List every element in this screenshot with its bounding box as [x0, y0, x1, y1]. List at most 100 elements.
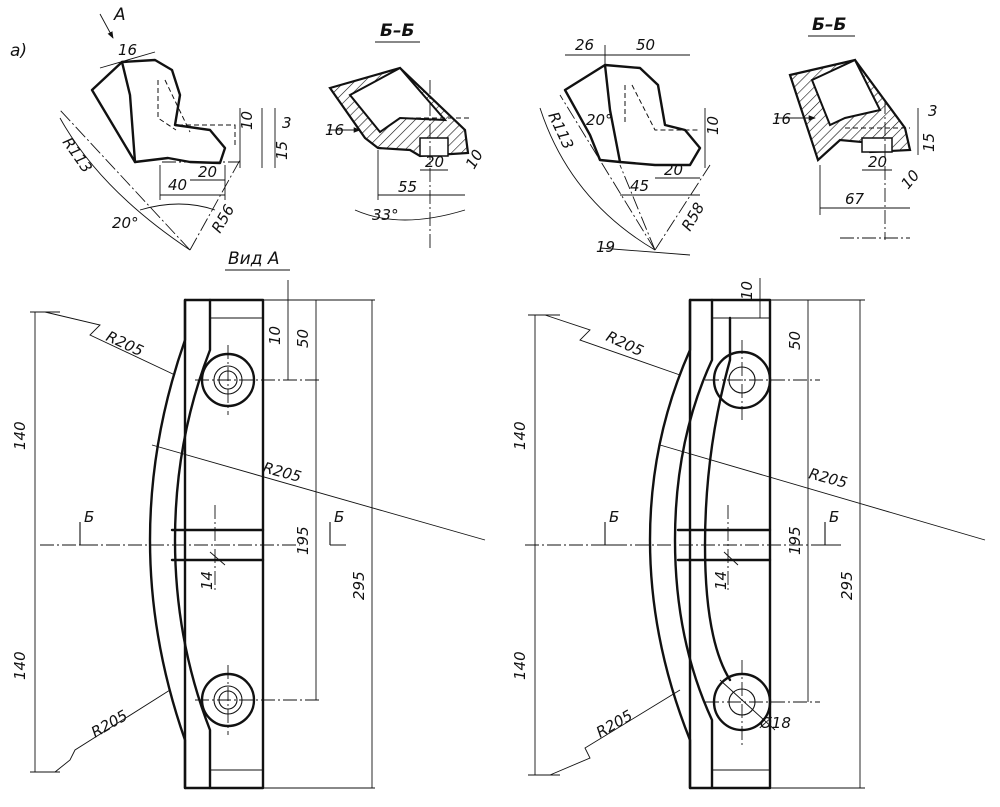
section-mark [79, 522, 96, 546]
dim-195: 195 [786, 526, 804, 555]
slot [419, 137, 449, 157]
slot [861, 137, 893, 153]
dim-295: 295 [350, 571, 368, 600]
bottom-right-view: R205 R205 R205 140 140 10 50 14 195 295 … [511, 278, 986, 790]
dim-arc [139, 203, 216, 211]
rib [676, 528, 772, 562]
top-left-section: Б–Б 16 20 10 55 33° [325, 21, 487, 250]
dim-10: 10 [738, 281, 756, 300]
center-line [189, 159, 241, 251]
dim-dia-18: Ø18 [759, 714, 791, 732]
leader-line [719, 679, 776, 731]
dim-r58: R58 [678, 199, 708, 234]
bosses-line [210, 317, 263, 771]
dim-3: 3 [928, 102, 938, 120]
dim-10: 10 [238, 111, 256, 130]
hidden-lines [178, 124, 236, 148]
dim-14: 14 [712, 571, 730, 590]
dim-14: 14 [198, 571, 216, 590]
section-mark [604, 522, 621, 546]
center-line [654, 164, 711, 251]
section-void [810, 58, 882, 127]
dim-15: 15 [920, 133, 938, 152]
dim-20: 20 [425, 153, 444, 171]
dim-r56: R56 [208, 201, 238, 236]
dim-r205-mid: R205 [807, 464, 849, 491]
dim-50: 50 [294, 329, 312, 348]
top-left-view: А 16 R113 20° 40 20 R56 10 3 15 [59, 5, 292, 251]
leader-line [549, 689, 681, 776]
dim-16: 16 [325, 121, 344, 139]
section-mark [824, 522, 841, 546]
dim-16: 16 [118, 41, 137, 59]
section-mark-right: Б [334, 508, 344, 526]
bottom-left-view: Вид А R205 R205 R205 140 140 [11, 249, 486, 790]
part-frame [183, 298, 265, 790]
hidden-lines [157, 79, 191, 133]
center-line [619, 164, 656, 251]
dim-angle-20: 20° [112, 214, 139, 232]
dim-20: 20 [198, 163, 217, 181]
section-void [348, 66, 448, 134]
figure-label: а) [10, 41, 27, 61]
curved-edge [148, 298, 187, 790]
dim-10: 10 [897, 166, 923, 192]
dim-140-top: 140 [11, 421, 29, 450]
dim-r205-top: R205 [103, 327, 146, 360]
dim-arc [59, 117, 191, 251]
dim-20: 20 [664, 161, 683, 179]
part-edge [603, 63, 622, 164]
dim-40: 40 [168, 176, 187, 194]
dim-line [723, 551, 739, 566]
section-mark-right: Б [829, 508, 839, 526]
center-line [59, 109, 191, 251]
dim-26: 26 [575, 36, 594, 54]
dim-67: 67 [845, 190, 865, 208]
dim-line [209, 551, 226, 566]
section-mark-left: Б [609, 508, 619, 526]
dim-15: 15 [273, 141, 291, 160]
curved-edge [648, 298, 692, 790]
section-title: Б–Б [380, 21, 414, 41]
leader-line [659, 444, 986, 541]
top-right-section: Б–Б 16 3 15 20 10 67 [772, 15, 938, 240]
rib [170, 528, 265, 562]
dim-3: 3 [282, 114, 292, 132]
dim-295: 295 [838, 571, 856, 600]
dim-195: 195 [294, 526, 312, 555]
leader-line [44, 311, 176, 376]
inner-rib [703, 316, 732, 682]
leader-line [151, 444, 486, 541]
part-edge [120, 60, 137, 164]
dim-angle-20: 20° [586, 111, 613, 129]
curved-edge-inner [173, 298, 212, 790]
dim-10: 10 [266, 326, 284, 345]
dim-45: 45 [630, 177, 649, 195]
section-title: Б–Б [812, 15, 846, 35]
view-arrow-letter: А [113, 5, 126, 25]
dim-line [599, 247, 691, 256]
dim-50: 50 [786, 331, 804, 350]
part-frame [688, 298, 772, 790]
dim-16: 16 [772, 110, 791, 128]
dim-140-bottom: 140 [11, 651, 29, 680]
dim-20: 20 [868, 153, 887, 171]
leader-line [54, 689, 171, 773]
hidden-lines [624, 84, 700, 131]
dim-55: 55 [398, 178, 417, 196]
dim-140-top: 140 [511, 421, 529, 450]
view-a-title: Вид А [228, 249, 280, 269]
dim-arc [539, 107, 656, 251]
center-line [559, 94, 656, 251]
leader-line [544, 314, 681, 376]
dim-r205-bottom: R205 [88, 706, 131, 741]
dim-50: 50 [636, 36, 655, 54]
view-arrow [99, 13, 114, 39]
section-mark [329, 522, 346, 546]
dim-10: 10 [704, 116, 722, 135]
dim-r113: R113 [59, 134, 96, 176]
dim-line [99, 51, 156, 69]
part-outline [90, 58, 227, 165]
top-right-view: 26 50 R113 20° 45 20 R58 19 10 [539, 36, 722, 256]
